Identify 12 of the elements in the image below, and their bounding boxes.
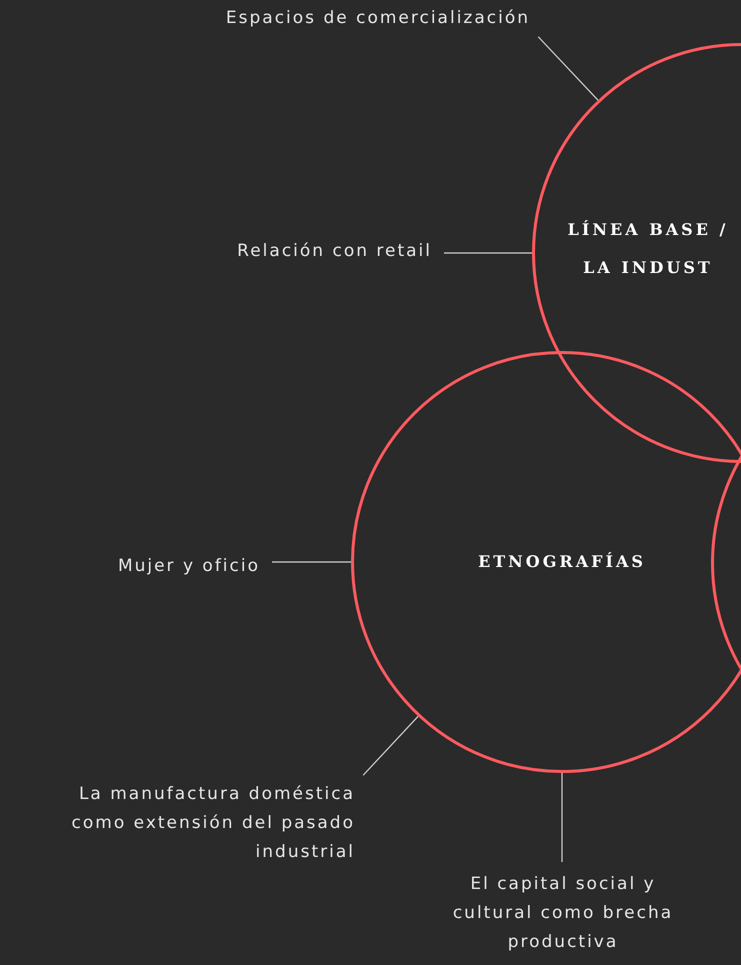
category-label: El capital social y cultural como brecha productiva: [448, 870, 678, 957]
leader-line: [362, 716, 419, 776]
leader-line: [444, 252, 532, 254]
leader-line: [538, 36, 598, 101]
leader-line: [272, 561, 351, 563]
leader-line: [561, 773, 563, 862]
category-label: La manufactura doméstica como extensión del pasado industrial: [60, 780, 355, 867]
category-label: Espacios de comercialización: [140, 4, 530, 33]
category-label: Mujer y oficio: [40, 552, 260, 581]
circle-title: ETNOGRAFÍAS: [477, 551, 647, 573]
circle-title: LÍNEA BASE / LA INDUST: [566, 219, 730, 279]
category-label: Relación con retail: [150, 237, 432, 266]
